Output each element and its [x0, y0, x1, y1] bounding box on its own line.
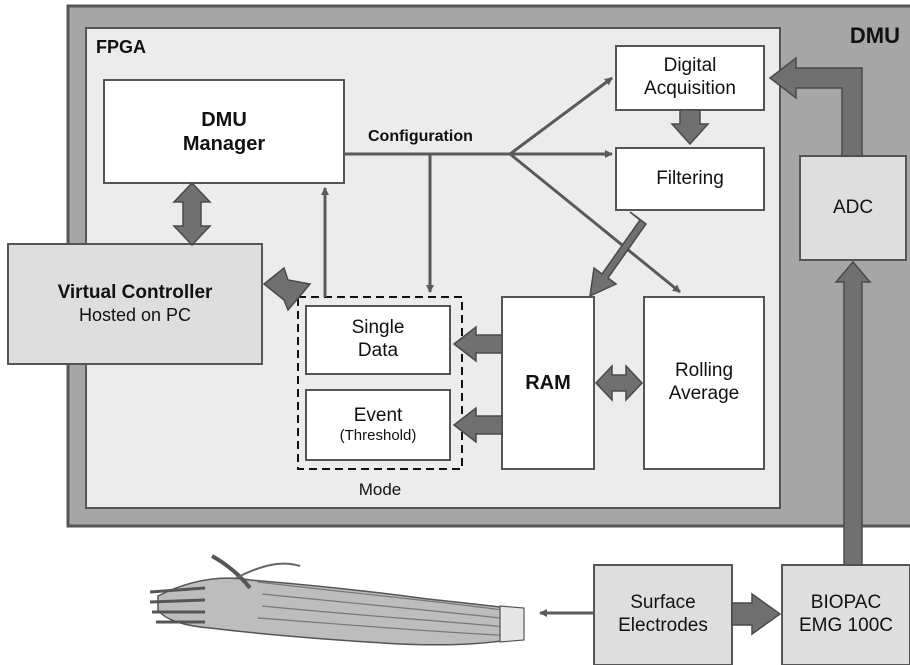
fpga-label: FPGA	[96, 37, 147, 58]
dmu-manager-box	[103, 79, 345, 184]
ram-label: RAM	[525, 372, 571, 394]
single-data-label: Single Data	[306, 306, 450, 374]
rolling-average-box	[643, 296, 765, 470]
biopac-line1: BIOPAC	[810, 592, 882, 614]
rolling-average-label: Rolling Average	[644, 297, 764, 469]
rolling-average-line1: Rolling	[674, 360, 734, 382]
event-line1: Event	[353, 404, 403, 426]
event-line2: (Threshold)	[339, 427, 417, 445]
forearm-illustration	[149, 554, 525, 646]
virtual-controller-box	[7, 243, 263, 365]
dmu-manager-line2: Manager	[182, 132, 266, 155]
rolling-average-line2: Average	[668, 383, 740, 404]
virtual-controller-label: Virtual Controller Hosted on PC	[8, 244, 262, 364]
digital-acquisition-line1: Digital	[663, 55, 717, 77]
digital-acquisition-line2: Acquisition	[644, 78, 736, 99]
configuration-label: Configuration	[368, 128, 473, 146]
virtual-controller-subtitle: Hosted on PC	[78, 304, 192, 325]
mode-label: Mode	[358, 479, 402, 499]
surface-electrodes-line2: Electrodes	[618, 615, 708, 636]
single-data-line1: Single	[351, 317, 405, 339]
mode-group-box	[297, 296, 463, 470]
digital-acquisition-box	[615, 45, 765, 111]
configuration-arrows	[321, 76, 681, 297]
surface-electrodes-label: Surface Electrodes	[594, 565, 732, 665]
event-label: Event (Threshold)	[306, 390, 450, 460]
filtering-box	[615, 147, 765, 211]
biopac-label: BIOPAC EMG 100C	[782, 565, 910, 665]
virtual-controller-title: Virtual Controller	[57, 281, 213, 303]
adc-label: ADC	[832, 196, 874, 218]
single-data-line2: Data	[357, 340, 399, 361]
single-data-box	[305, 305, 451, 375]
dmu-manager-label: DMU Manager	[104, 80, 344, 183]
adc-box	[799, 155, 907, 261]
data-flow-arrows	[172, 56, 872, 636]
filtering-label: Filtering	[656, 167, 724, 189]
dmu-manager-line1: DMU	[201, 108, 247, 131]
ram-box	[501, 296, 595, 470]
event-box	[305, 389, 451, 461]
surface-electrodes-line1: Surface	[630, 592, 696, 614]
dmu-label: DMU	[849, 22, 900, 48]
biopac-line2: EMG 100C	[799, 615, 893, 636]
digital-acquisition-label: Digital Acquisition	[616, 46, 764, 110]
